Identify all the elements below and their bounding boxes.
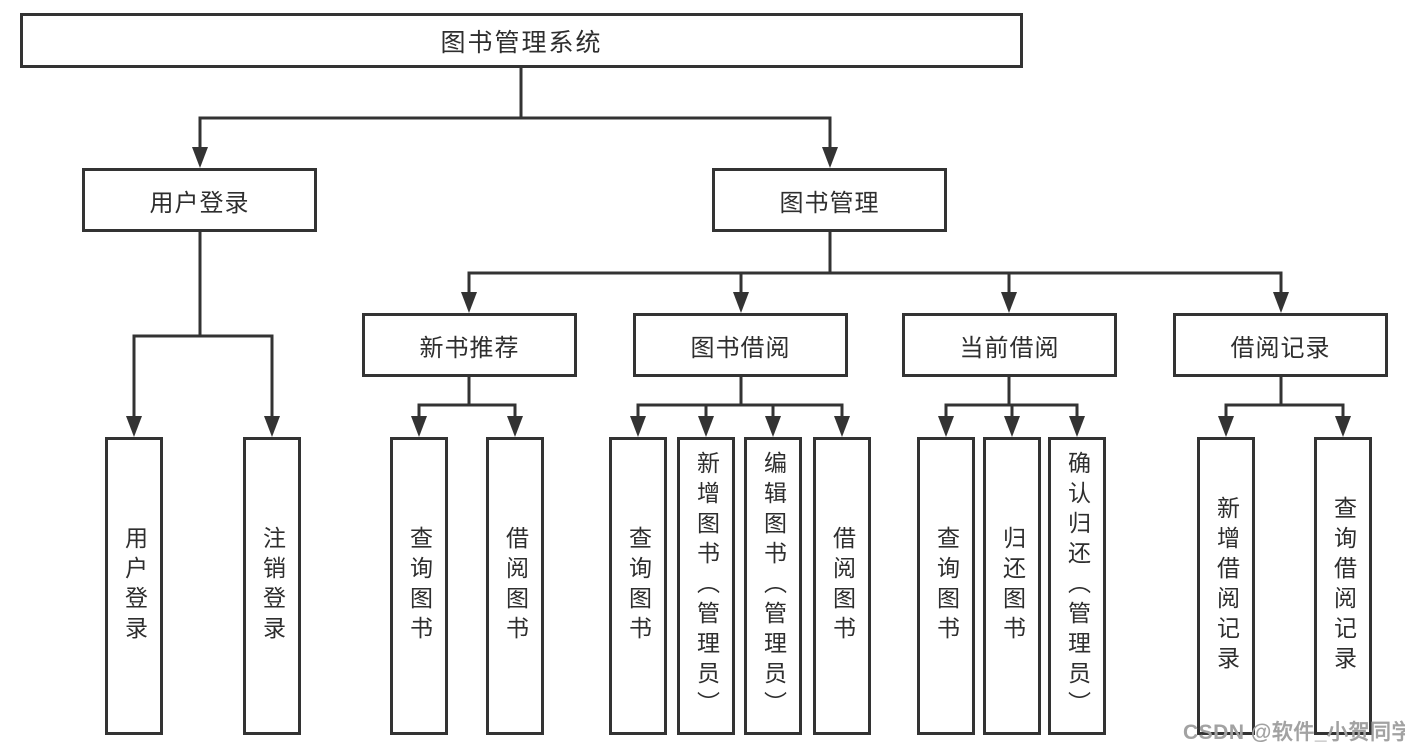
leaf-query-books-recommend: 查询图书 <box>390 437 448 735</box>
leaf-add-books-admin: 新增图书（管理员） <box>677 437 735 735</box>
leaf-return-books: 归还图书 <box>983 437 1041 735</box>
csdn-watermark: CSDN @软件_小贺同学 <box>1183 721 1405 744</box>
node-current-borrow: 当前借阅 <box>902 313 1117 377</box>
leaf-label: 查询借阅记录 <box>1330 496 1357 676</box>
node-book-management: 图书管理 <box>712 168 947 232</box>
leaf-label: 查询图书 <box>406 526 433 646</box>
leaf-label: 确认归还（管理员） <box>1064 451 1091 721</box>
arrowheads <box>126 147 1351 437</box>
leaf-label: 注销登录 <box>259 526 286 646</box>
leaf-label: 借阅图书 <box>502 526 529 646</box>
leaf-borrow-books: 借阅图书 <box>813 437 871 735</box>
leaf-label: 借阅图书 <box>829 526 856 646</box>
leaf-logout: 注销登录 <box>243 437 301 735</box>
leaf-label: 查询图书 <box>933 526 960 646</box>
node-new-book-recommend: 新书推荐 <box>362 313 577 377</box>
leaf-query-books-current: 查询图书 <box>917 437 975 735</box>
leaf-add-borrow-record: 新增借阅记录 <box>1197 437 1255 735</box>
leaf-label: 新增图书（管理员） <box>693 451 720 721</box>
node-user-login: 用户登录 <box>82 168 317 232</box>
node-book-borrow: 图书借阅 <box>633 313 848 377</box>
leaf-confirm-return-admin: 确认归还（管理员） <box>1048 437 1106 735</box>
node-label: 图书管理 <box>779 189 880 217</box>
leaf-label: 用户登录 <box>121 526 148 646</box>
node-label: 图书借阅 <box>690 334 791 362</box>
node-label: 当前借阅 <box>959 334 1060 362</box>
leaf-label: 归还图书 <box>999 526 1026 646</box>
node-label: 图书管理系统 <box>440 28 603 57</box>
node-label: 用户登录 <box>149 189 250 217</box>
leaf-query-books-borrow: 查询图书 <box>609 437 667 735</box>
leaf-label: 新增借阅记录 <box>1213 496 1240 676</box>
node-label: 借阅记录 <box>1230 334 1331 362</box>
leaf-edit-books-admin: 编辑图书（管理员） <box>744 437 802 735</box>
leaf-label: 编辑图书（管理员） <box>760 451 787 721</box>
leaf-label: 查询图书 <box>625 526 652 646</box>
leaf-borrow-books-recommend: 借阅图书 <box>486 437 544 735</box>
node-library-management-system: 图书管理系统 <box>20 13 1023 68</box>
node-label: 新书推荐 <box>419 334 520 362</box>
leaf-query-borrow-record: 查询借阅记录 <box>1314 437 1372 735</box>
leaf-user-login: 用户登录 <box>105 437 163 735</box>
node-borrow-records: 借阅记录 <box>1173 313 1388 377</box>
